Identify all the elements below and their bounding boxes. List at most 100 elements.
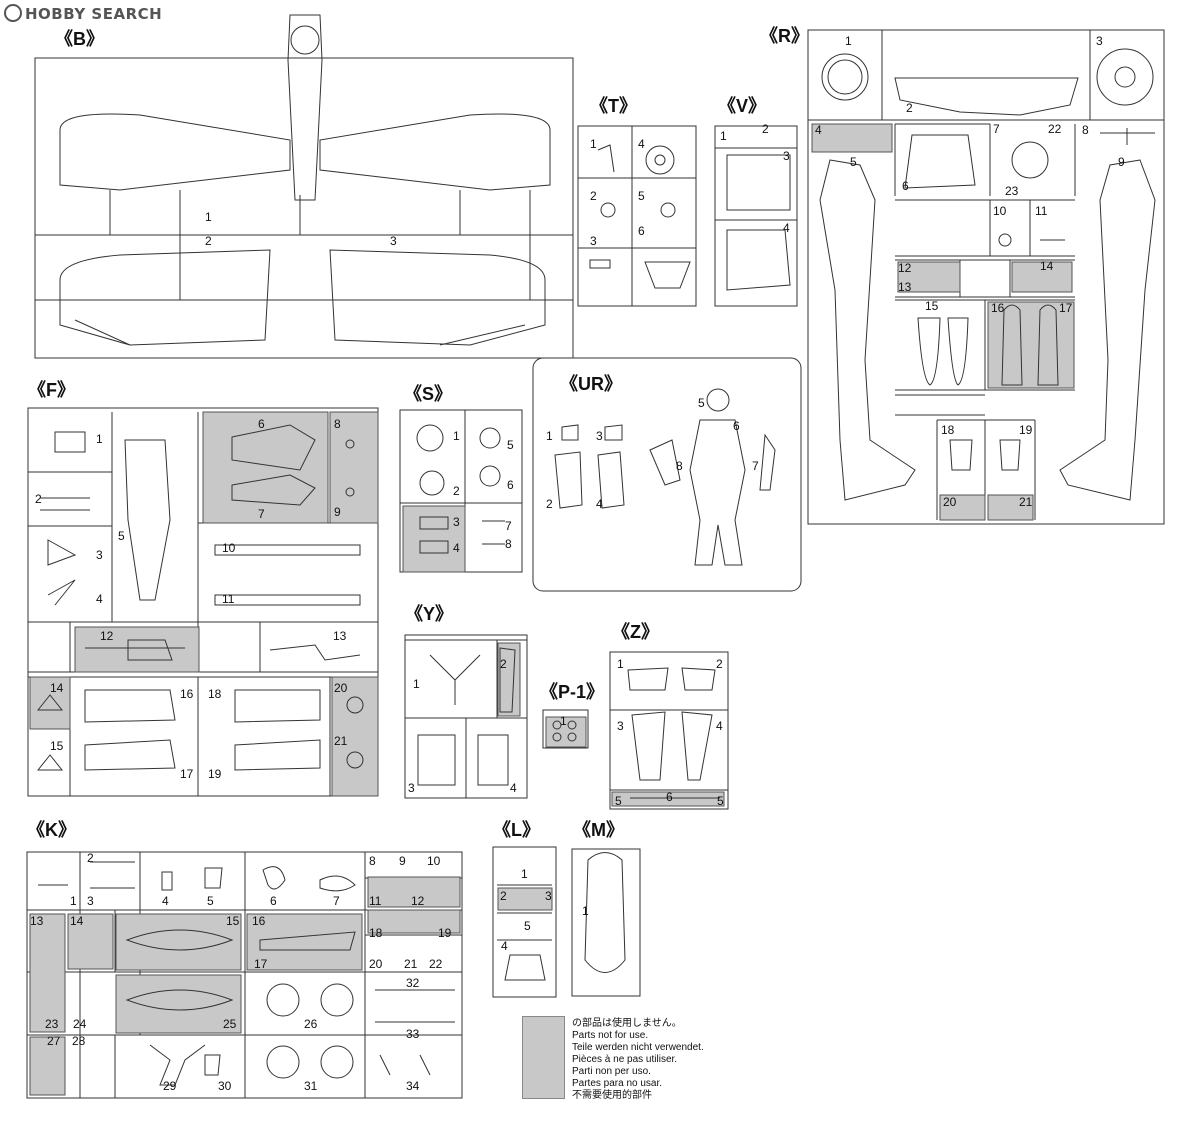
legs-parts bbox=[554, 451, 625, 509]
legend-line: Parts not for use. bbox=[572, 1030, 649, 1041]
k-rods bbox=[375, 989, 455, 1023]
drop-shapes bbox=[917, 317, 969, 386]
part-number: 1 bbox=[560, 714, 567, 728]
part-number: 4 bbox=[96, 592, 103, 606]
part-number: 6 bbox=[733, 419, 740, 433]
wire-part bbox=[269, 644, 361, 661]
runner-label-s: 《S》 bbox=[404, 384, 452, 404]
hobbysearch-logo-icon bbox=[4, 4, 22, 22]
poly-cap bbox=[552, 732, 562, 742]
k-drop-tank bbox=[125, 929, 234, 951]
runner-label-y: 《Y》 bbox=[405, 604, 453, 624]
small-panels bbox=[949, 439, 1021, 471]
part-number: 6 bbox=[902, 179, 909, 193]
k-wheel bbox=[266, 1045, 300, 1079]
gear-disc bbox=[479, 465, 501, 487]
part-number: 10 bbox=[427, 854, 441, 868]
k-wheel bbox=[320, 983, 354, 1017]
part-number: 21 bbox=[334, 734, 348, 748]
part-number: 16 bbox=[991, 301, 1005, 315]
part-number: 31 bbox=[304, 1079, 318, 1093]
part-number: 14 bbox=[50, 681, 64, 695]
part-number: 5 bbox=[507, 438, 514, 452]
part-number: 15 bbox=[50, 739, 64, 753]
arm-right bbox=[759, 433, 776, 491]
strut bbox=[597, 144, 615, 173]
part-number: 1 bbox=[96, 432, 103, 446]
part-number: 7 bbox=[333, 894, 340, 908]
y-doors bbox=[417, 734, 509, 786]
part-number: 11 bbox=[1035, 204, 1048, 218]
part-number: 13 bbox=[333, 629, 347, 643]
k-wheel bbox=[320, 1045, 354, 1079]
wing-upper-right bbox=[319, 113, 551, 191]
pin-head bbox=[345, 439, 355, 449]
cockpit-floor bbox=[726, 154, 791, 211]
y-rod bbox=[499, 647, 516, 713]
part-number: 3 bbox=[590, 234, 597, 248]
part-number: 3 bbox=[96, 548, 103, 562]
instrument-panel bbox=[894, 77, 1079, 116]
part-number: 29 bbox=[163, 1079, 177, 1093]
part-number: 3 bbox=[617, 719, 624, 733]
arm-left bbox=[649, 439, 681, 486]
part-number: 4 bbox=[596, 497, 603, 511]
part-number: 3 bbox=[1096, 34, 1103, 48]
unused-part-area bbox=[202, 411, 329, 524]
k-block bbox=[204, 1054, 221, 1076]
part-number: 2 bbox=[35, 492, 42, 506]
part-number: 8 bbox=[369, 854, 376, 868]
part-number: 13 bbox=[898, 280, 912, 294]
unused-part-area bbox=[115, 913, 242, 971]
part-number: 2 bbox=[453, 484, 460, 498]
k-wheel bbox=[266, 983, 300, 1017]
runner-frame-z bbox=[609, 651, 729, 810]
z-doors bbox=[631, 711, 713, 781]
part-number: 19 bbox=[208, 767, 222, 781]
part-number: 1 bbox=[845, 34, 852, 48]
part-number: 4 bbox=[815, 123, 822, 137]
wing-ribs bbox=[74, 319, 526, 346]
part-number: 3 bbox=[408, 781, 415, 795]
part-number: 22 bbox=[429, 957, 443, 971]
runner-label-m: 《M》 bbox=[573, 820, 624, 840]
part-number: 22 bbox=[1048, 122, 1062, 136]
part-number: 1 bbox=[413, 677, 420, 691]
legend-line: の部品は使用しません。 bbox=[572, 1018, 682, 1029]
legend: の部品は使用しません。 Parts not for use. Teile wer… bbox=[572, 1018, 704, 1102]
part-number: 4 bbox=[638, 137, 645, 151]
part-number: 10 bbox=[993, 204, 1007, 218]
part-number: 3 bbox=[87, 894, 94, 908]
runner-label-p1: 《P-1》 bbox=[540, 682, 604, 702]
part-number: 20 bbox=[943, 495, 957, 509]
poly-cap bbox=[567, 720, 577, 730]
cowl-opening bbox=[290, 25, 320, 55]
watermark-text: HOBBY SEARCH bbox=[25, 5, 163, 23]
part-number: 16 bbox=[252, 914, 266, 928]
l-seat bbox=[504, 954, 546, 981]
part-number: 9 bbox=[399, 854, 406, 868]
runner-frame-ur bbox=[532, 357, 802, 592]
part-number: 2 bbox=[500, 889, 507, 903]
unused-part-area bbox=[74, 626, 200, 673]
part-number: 14 bbox=[70, 914, 84, 928]
part-number: 11 bbox=[222, 592, 235, 606]
part-number: 9 bbox=[334, 505, 341, 519]
bulkhead bbox=[904, 134, 976, 189]
unused-part-area bbox=[29, 676, 71, 730]
flap-left bbox=[84, 689, 176, 771]
part-square bbox=[54, 431, 86, 453]
part-number: 2 bbox=[590, 189, 597, 203]
runner-label-b: 《B》 bbox=[55, 29, 104, 49]
round-disc bbox=[479, 427, 501, 449]
part-number: 5 bbox=[524, 919, 531, 933]
cylinder-on-rod bbox=[85, 639, 185, 661]
unused-part-area bbox=[67, 913, 114, 970]
part-number: 4 bbox=[453, 541, 460, 555]
part-number: 25 bbox=[223, 1017, 237, 1031]
horn-lower bbox=[231, 474, 316, 506]
part-number: 32 bbox=[406, 976, 420, 990]
part-number: 7 bbox=[505, 519, 512, 533]
runner-frame-l bbox=[492, 846, 557, 998]
